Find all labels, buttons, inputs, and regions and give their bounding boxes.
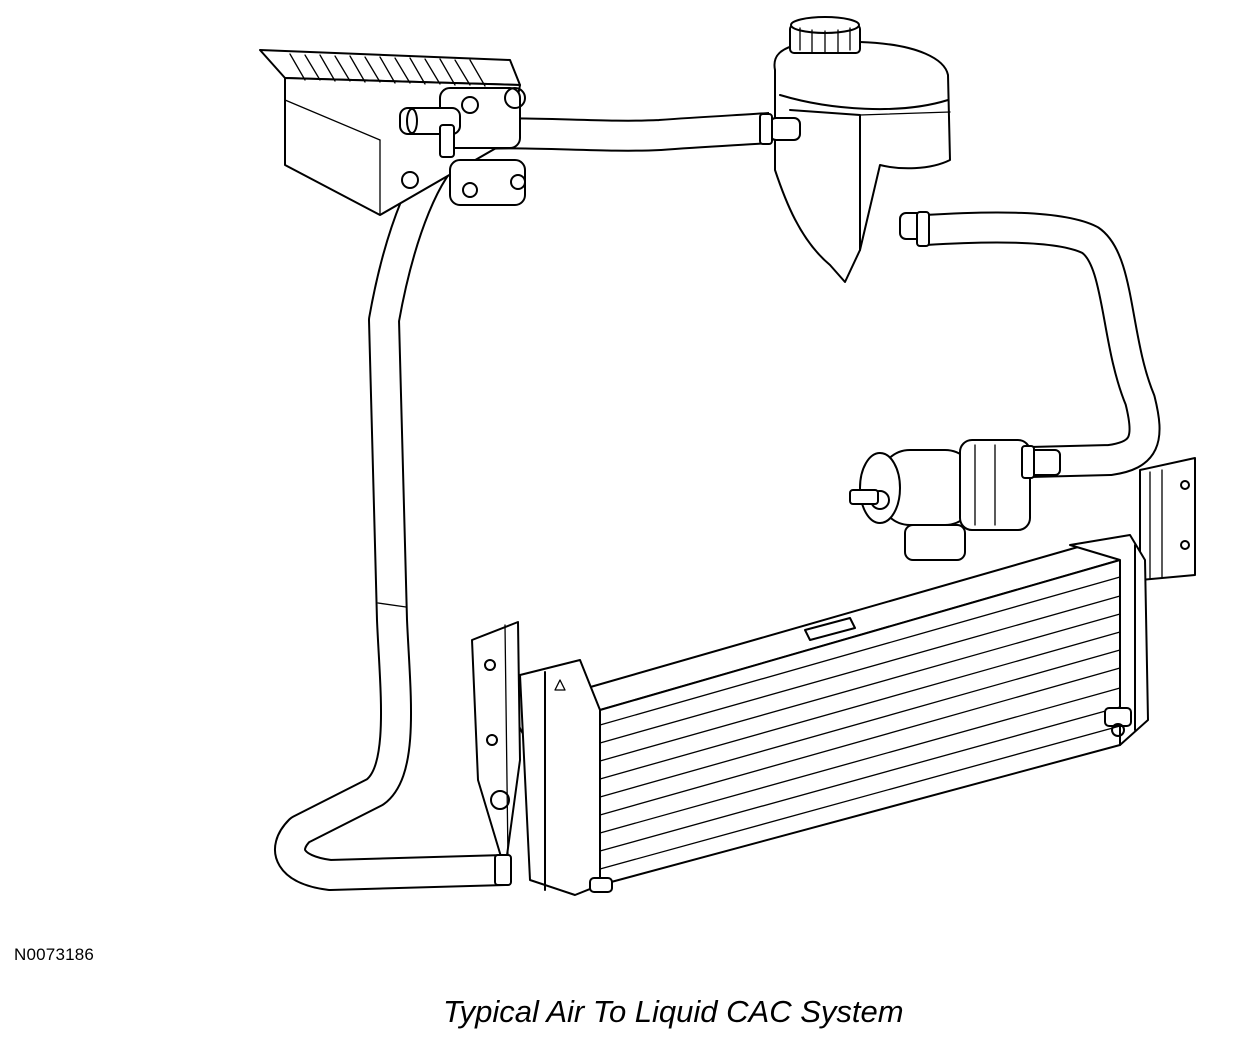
cooler-core-fins bbox=[599, 576, 1121, 870]
auxiliary-coolant-pump bbox=[849, 439, 1061, 561]
right-coolant-hose bbox=[924, 211, 1161, 478]
coolant-reservoir bbox=[769, 16, 951, 283]
left-coolant-hose bbox=[274, 136, 506, 891]
intercooler-fins bbox=[289, 53, 486, 87]
figure-id-label: N0073186 bbox=[14, 945, 95, 964]
figure-caption: Typical Air To Liquid CAC System bbox=[443, 994, 904, 1029]
intercooler-unit bbox=[259, 49, 526, 216]
coolant-pump bbox=[399, 87, 526, 206]
reservoir-cap bbox=[789, 16, 861, 54]
hose-clamps bbox=[439, 113, 1035, 886]
left-mounting-bracket bbox=[471, 621, 521, 871]
air-to-liquid-cooler bbox=[519, 534, 1149, 896]
right-mounting-bracket bbox=[1139, 457, 1196, 581]
